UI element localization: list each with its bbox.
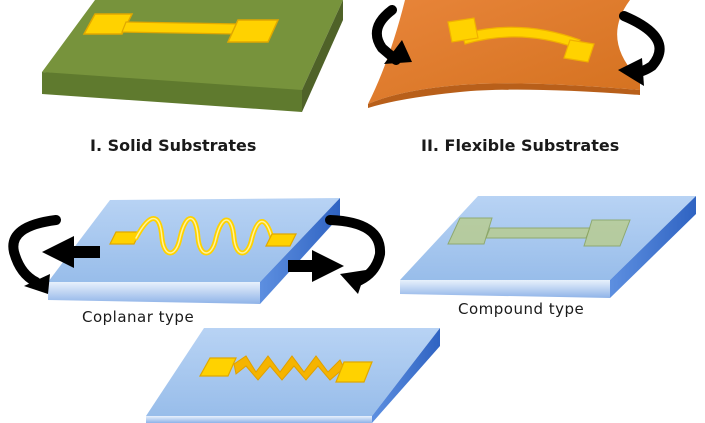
compound-substrate: [400, 196, 696, 298]
coplanar-pad-left: [109, 231, 141, 245]
flex-pad-left: [447, 17, 479, 43]
rotate-ccw-arrow-icon: [8, 215, 61, 294]
compound-pad-left: [447, 217, 493, 245]
stretch-arrow-icon: [42, 236, 344, 282]
flexible-substrate: [368, 0, 640, 108]
solid-substrate: [42, 0, 343, 112]
solid-pad-right: [226, 19, 280, 43]
solid-trace: [121, 21, 241, 35]
compound-trace: [485, 227, 591, 239]
compound-pad-right: [583, 219, 631, 247]
wavy-pad-left: [198, 357, 237, 377]
rotate-ccw-arrow-icon: [371, 5, 412, 65]
coplanar-substrate: [48, 198, 340, 304]
rotate-cw-arrow-icon: [618, 11, 665, 86]
wavy-substrate: [146, 328, 440, 423]
coplanar-pad-right: [265, 233, 297, 247]
flex-pad-right: [563, 39, 595, 63]
caption-solid: I. Solid Substrates: [90, 136, 256, 155]
caption-compound: Compound type: [458, 300, 584, 318]
caption-coplanar: Coplanar type: [82, 308, 194, 326]
caption-flexible: II. Flexible Substrates: [421, 136, 619, 155]
solid-pad-left: [82, 13, 134, 35]
rotate-cw-arrow-icon: [325, 215, 386, 294]
wavy-pad-right: [335, 361, 373, 383]
